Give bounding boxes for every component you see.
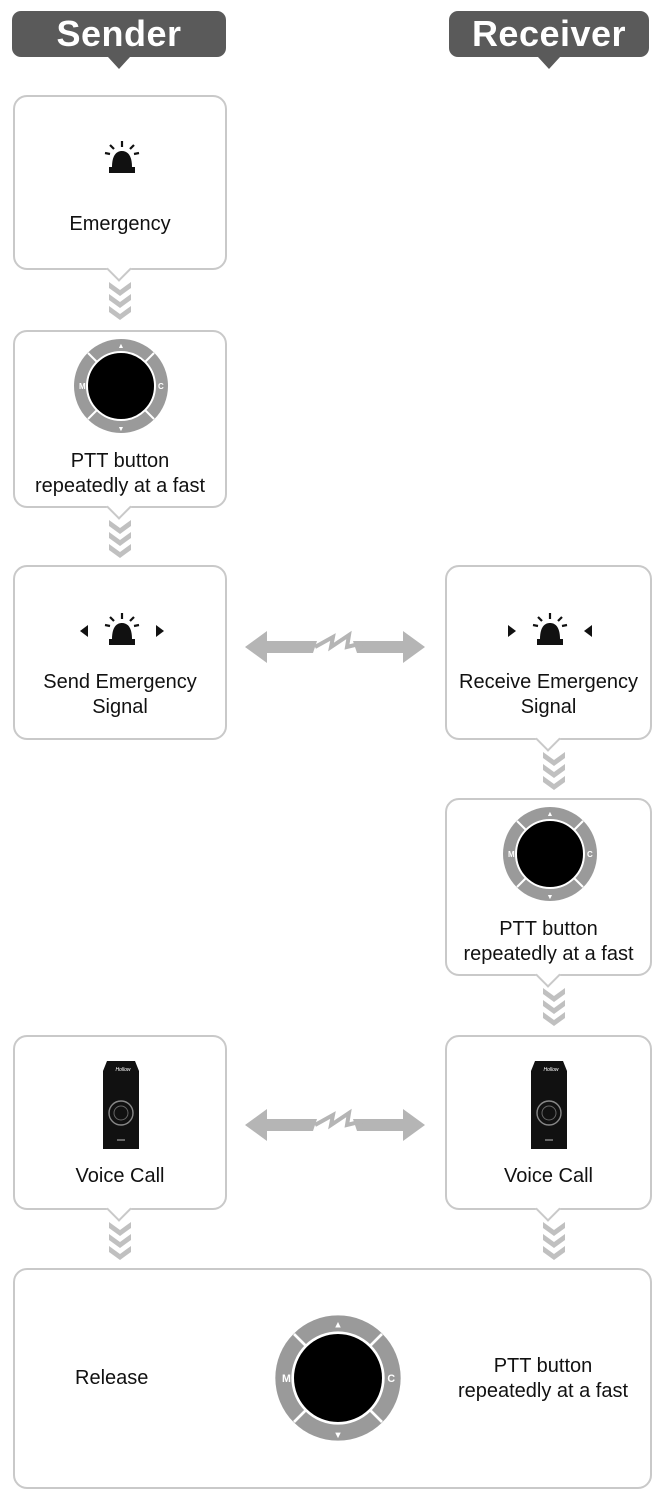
receiver-ptt-label-line2: repeatedly at a fast bbox=[463, 943, 634, 965]
sender-emergency-card: Emergency bbox=[13, 95, 227, 282]
dial-c-key: C bbox=[587, 850, 593, 859]
sender-ptt-card: ▲ ▼ M C PTT button repeatedly at a fast bbox=[13, 330, 227, 520]
sender-send-signal-card: Send Emergency Signal bbox=[13, 565, 227, 740]
dial-down-key: ▼ bbox=[118, 426, 125, 433]
device-brand: Hollow bbox=[115, 1067, 130, 1073]
receiver-signal-line2: Signal bbox=[520, 696, 577, 718]
dial-pad-icon: ▲ ▼ M C bbox=[74, 339, 168, 433]
receiver-header: Receiver bbox=[449, 11, 649, 69]
receiver-voice-call-card: Hollow Voice Call bbox=[445, 1035, 652, 1222]
siren-signal-in-icon bbox=[508, 613, 592, 645]
flow-connector bbox=[543, 1222, 565, 1260]
receiver-signal-line1: Receive Emergency bbox=[459, 671, 638, 693]
dial-up-key: ▲ bbox=[333, 1319, 342, 1329]
receiver-voice-call-label: Voice Call bbox=[504, 1165, 593, 1187]
device-brand: Hollow bbox=[543, 1067, 558, 1073]
sender-voice-call-label: Voice Call bbox=[75, 1165, 165, 1187]
radio-device-icon: Hollow bbox=[103, 1061, 139, 1149]
sender-emergency-label: Emergency bbox=[69, 213, 171, 235]
wireless-transfer-arrow bbox=[245, 1108, 425, 1141]
release-label: Release bbox=[75, 1367, 149, 1389]
dial-m-key: M bbox=[79, 382, 86, 391]
receiver-ptt-label-line1: PTT button bbox=[499, 918, 598, 940]
wireless-transfer-arrow bbox=[245, 630, 425, 663]
sender-send-signal-line1: Send Emergency bbox=[43, 671, 197, 693]
release-ptt-line1: PTT button bbox=[493, 1355, 593, 1377]
sender-ptt-label-line1: PTT button bbox=[70, 450, 170, 472]
dial-pad-icon: ▲ ▼ M C bbox=[275, 1315, 401, 1441]
dial-up-key: ▲ bbox=[118, 343, 125, 350]
sender-header: Sender bbox=[12, 11, 226, 69]
siren-icon bbox=[104, 141, 140, 173]
flow-connector bbox=[109, 282, 131, 320]
sender-ptt-label-line2: repeatedly at a fast bbox=[34, 475, 206, 497]
release-card: Release ▲ ▼ M C PTT button repeatedly at… bbox=[13, 1268, 652, 1489]
siren-signal-out-icon bbox=[80, 613, 164, 645]
sender-voice-call-card: Hollow Voice Call bbox=[13, 1035, 227, 1222]
receiver-header-label: Receiver bbox=[471, 13, 627, 54]
flow-connector bbox=[543, 988, 565, 1026]
flow-connector bbox=[109, 520, 131, 558]
flow-connector bbox=[543, 752, 565, 790]
dial-up-key: ▲ bbox=[547, 811, 554, 818]
receiver-ptt-card: ▲ ▼ M C PTT button repeatedly at a fast bbox=[445, 798, 652, 988]
receiver-receive-signal-card: Receive Emergency Signal bbox=[445, 565, 652, 752]
sender-send-signal-line2: Signal bbox=[92, 696, 148, 718]
release-ptt-line2: repeatedly at a fast bbox=[457, 1380, 629, 1402]
dial-down-key: ▼ bbox=[333, 1430, 342, 1440]
radio-device-icon: Hollow bbox=[531, 1061, 567, 1149]
flow-connector bbox=[109, 1222, 131, 1260]
dial-c-key: C bbox=[158, 382, 164, 391]
dial-m-key: M bbox=[282, 1373, 291, 1385]
sender-header-label: Sender bbox=[56, 13, 182, 54]
dial-c-key: C bbox=[387, 1373, 395, 1385]
dial-pad-icon: ▲ ▼ M C bbox=[503, 807, 597, 901]
dial-down-key: ▼ bbox=[547, 894, 554, 901]
dial-m-key: M bbox=[508, 850, 515, 859]
